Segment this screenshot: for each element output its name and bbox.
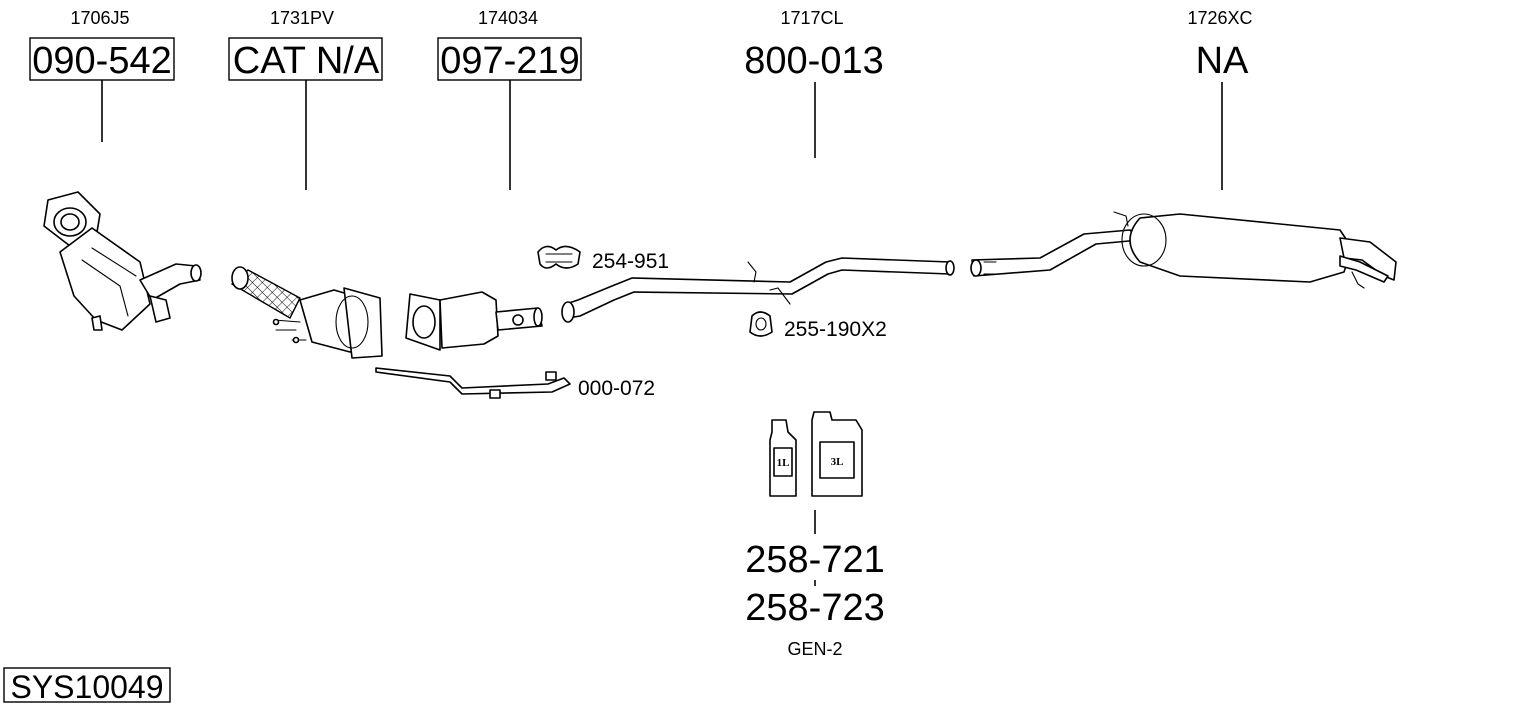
part-4-reference: 1717CL: [780, 8, 843, 28]
part-2-reference: 1731PV: [270, 8, 334, 28]
system-id-group: SYS10049: [3, 667, 171, 705]
part-1-reference: 1706J5: [70, 8, 129, 28]
manifold-converter-illustration[interactable]: [43, 191, 202, 331]
sensor-pipe-group: 000-072: [375, 367, 655, 400]
particulate-filter-illustration[interactable]: [405, 291, 543, 351]
hanger-group: 255-190X2: [749, 311, 887, 341]
paste-group: 1L 3L 258-721 258-723 GEN-2: [745, 411, 885, 659]
part-3-code[interactable]: 097-219: [440, 40, 579, 82]
paste-note: GEN-2: [787, 639, 842, 659]
part-3-reference: 174034: [478, 8, 538, 28]
paste-code-1[interactable]: 258-721: [745, 539, 884, 581]
part-1-code[interactable]: 090-542: [32, 40, 171, 82]
paste-small-volume: 1L: [777, 457, 790, 469]
system-id: SYS10049: [10, 669, 163, 705]
catalytic-converter-illustration[interactable]: [230, 266, 383, 359]
part-5-code[interactable]: NA: [1196, 40, 1249, 82]
part-group-3: 174034 097-219: [405, 8, 582, 351]
part-group-1: 1706J5 090-542: [29, 8, 202, 331]
part-2-code[interactable]: CAT N/A: [233, 40, 380, 82]
paste-can-large-illustration[interactable]: 3L: [811, 411, 863, 497]
clamp-illustration[interactable]: [537, 245, 581, 269]
middle-pipe-illustration[interactable]: [561, 257, 955, 323]
part-group-5: 1726XC NA: [970, 8, 1397, 289]
paste-code-2[interactable]: 258-723: [745, 587, 884, 629]
rubber-hanger-illustration[interactable]: [749, 311, 773, 337]
part-4-code[interactable]: 800-013: [744, 40, 883, 82]
hanger-code[interactable]: 255-190X2: [784, 318, 887, 341]
part-group-2: 1731PV CAT N/A: [228, 8, 383, 359]
part-group-4: 1717CL 800-013: [561, 8, 955, 323]
sensor-pipe-code[interactable]: 000-072: [578, 377, 655, 400]
paste-bottle-small-illustration[interactable]: 1L: [769, 419, 797, 497]
rear-silencer-illustration[interactable]: [970, 211, 1397, 289]
clamp-group: 254-951: [537, 245, 669, 273]
clamp-code[interactable]: 254-951: [592, 250, 669, 273]
part-5-reference: 1726XC: [1187, 8, 1252, 28]
paste-large-volume: 3L: [831, 456, 844, 468]
system-id-box: [3, 667, 171, 703]
sensor-pipe-illustration[interactable]: [375, 367, 571, 399]
